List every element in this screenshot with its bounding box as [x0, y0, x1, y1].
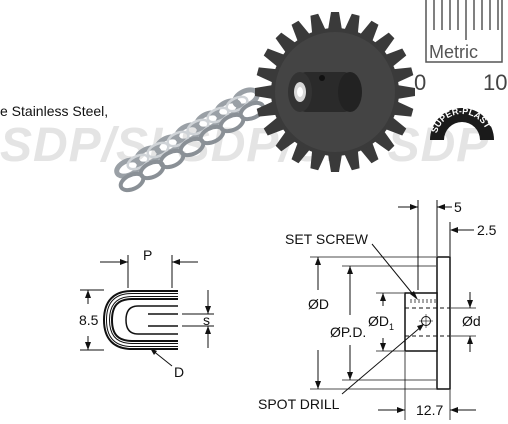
- spot-drill-label: SPOT DRILL: [258, 396, 340, 412]
- super-plast-logo: SUPER-PLAST: [429, 106, 494, 140]
- hub-offset-label: 2.5: [477, 222, 497, 238]
- overall-length-label: 12.7: [416, 402, 444, 418]
- pitch-diameter-label: ØP.D.: [330, 324, 367, 340]
- hub-diameter-subscript: 1: [389, 321, 395, 332]
- watermark: SDP/SI SDP/SI • SDP: [0, 119, 490, 172]
- gap-label: s: [203, 312, 210, 328]
- hub-diameter-label: ØD1: [368, 313, 394, 332]
- pitch-label: P: [143, 247, 153, 263]
- metric-label: Metric: [429, 42, 478, 62]
- chain-link-drawing: [80, 255, 214, 367]
- chain-caption: e Stainless Steel,: [0, 103, 109, 119]
- outer-diameter-label: ØD: [308, 296, 329, 312]
- set-screw-label: SET SCREW: [285, 231, 368, 247]
- bore-label: Ød: [462, 313, 481, 329]
- hub-diameter-text: ØD: [368, 313, 389, 329]
- sprocket-drawing: [310, 200, 476, 420]
- scale-start: 0: [414, 70, 427, 95]
- chain-image: [114, 87, 266, 193]
- sprocket-image: [255, 12, 415, 172]
- scale-end: 10: [483, 70, 508, 95]
- metric-ruler: [425, 0, 503, 63]
- height-label: 8.5: [79, 312, 99, 328]
- width-label: 5: [454, 199, 462, 215]
- diameter-label: D: [174, 364, 185, 380]
